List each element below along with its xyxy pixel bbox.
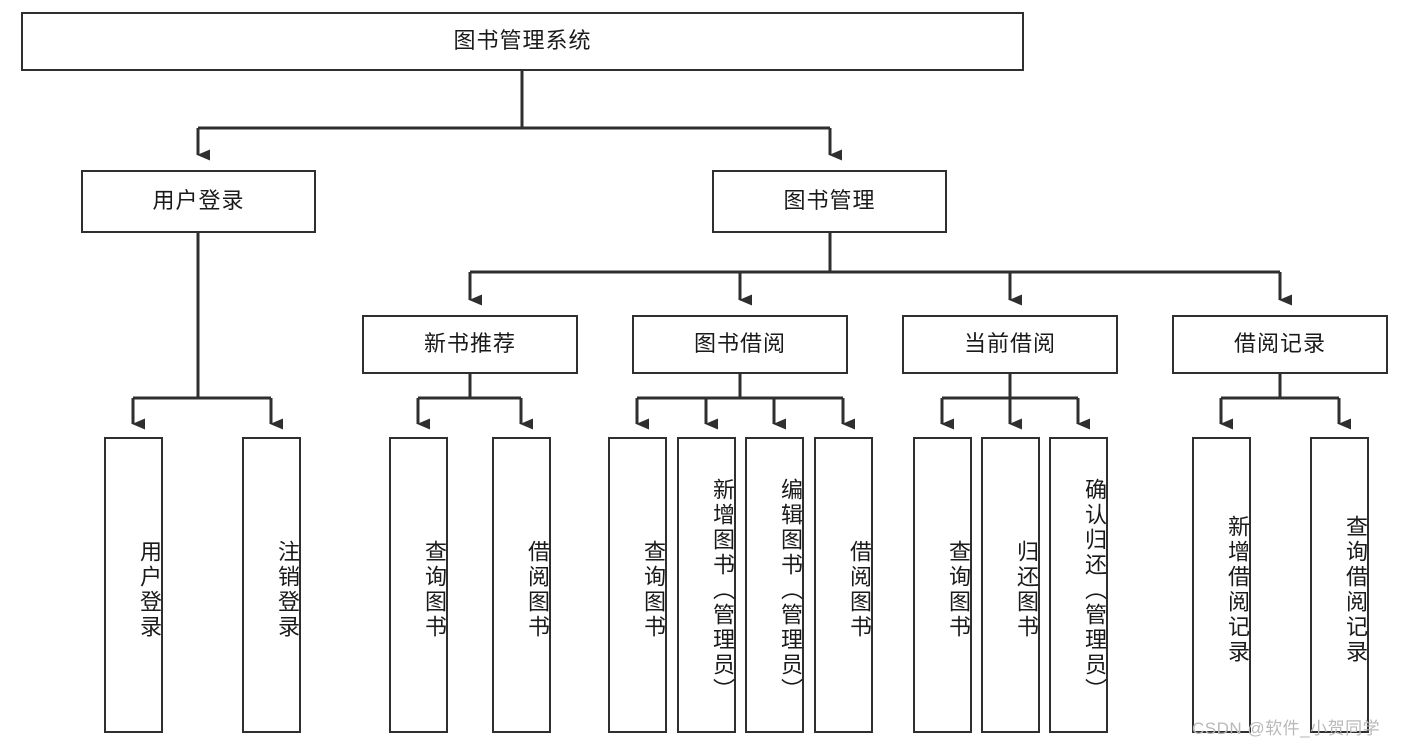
node-new-book-recommend[interactable]: 新书推荐 bbox=[362, 315, 578, 374]
node-label: 用户登录 bbox=[137, 540, 162, 640]
node-label: 借阅记录 bbox=[1233, 331, 1326, 357]
leaf-borrow-record-add[interactable]: 新增借阅记录 bbox=[1192, 437, 1251, 733]
node-label: 归还图书 bbox=[1014, 540, 1039, 640]
node-root-book-management-system[interactable]: 图书管理系统 bbox=[21, 12, 1024, 71]
node-label: 确认归还（管理员） bbox=[1082, 477, 1107, 703]
leaf-user-login-login[interactable]: 用户登录 bbox=[104, 437, 163, 733]
node-current-borrow[interactable]: 当前借阅 bbox=[902, 315, 1118, 374]
node-label: 当前借阅 bbox=[963, 331, 1056, 357]
node-label: 查询图书 bbox=[946, 540, 971, 640]
leaf-new-book-borrow[interactable]: 借阅图书 bbox=[492, 437, 551, 733]
leaf-current-borrow-return[interactable]: 归还图书 bbox=[981, 437, 1040, 733]
leaf-book-borrow-add[interactable]: 新增图书（管理员） bbox=[677, 437, 736, 733]
node-label: 图书管理系统 bbox=[453, 28, 592, 54]
node-label: 图书管理 bbox=[783, 188, 876, 214]
leaf-current-borrow-query[interactable]: 查询图书 bbox=[913, 437, 972, 733]
node-borrow-record[interactable]: 借阅记录 bbox=[1172, 315, 1388, 374]
node-label: 查询图书 bbox=[422, 540, 447, 640]
node-label: 借阅图书 bbox=[847, 540, 872, 640]
node-label: 新增图书（管理员） bbox=[710, 477, 735, 703]
leaf-new-book-query[interactable]: 查询图书 bbox=[389, 437, 448, 733]
node-user-login[interactable]: 用户登录 bbox=[81, 170, 316, 233]
node-label: 注销登录 bbox=[275, 540, 300, 640]
node-book-borrow[interactable]: 图书借阅 bbox=[632, 315, 848, 374]
node-label: 新书推荐 bbox=[423, 331, 516, 357]
leaf-book-borrow-edit[interactable]: 编辑图书（管理员） bbox=[745, 437, 804, 733]
node-book-management[interactable]: 图书管理 bbox=[712, 170, 947, 233]
csdn-watermark: CSDN @软件_小贺同学 bbox=[1192, 719, 1381, 738]
node-label: 图书借阅 bbox=[693, 331, 786, 357]
leaf-book-borrow-borrow[interactable]: 借阅图书 bbox=[814, 437, 873, 733]
leaf-borrow-record-query[interactable]: 查询借阅记录 bbox=[1310, 437, 1369, 733]
leaf-user-login-logout[interactable]: 注销登录 bbox=[242, 437, 301, 733]
leaf-current-borrow-confirm-return[interactable]: 确认归还（管理员） bbox=[1049, 437, 1108, 733]
node-label: 用户登录 bbox=[152, 188, 245, 214]
node-label: 借阅图书 bbox=[525, 540, 550, 640]
node-label: 编辑图书（管理员） bbox=[778, 477, 803, 703]
node-label: 查询借阅记录 bbox=[1343, 515, 1368, 665]
leaf-book-borrow-query[interactable]: 查询图书 bbox=[608, 437, 667, 733]
node-label: 查询图书 bbox=[641, 540, 666, 640]
node-label: 新增借阅记录 bbox=[1225, 515, 1250, 665]
